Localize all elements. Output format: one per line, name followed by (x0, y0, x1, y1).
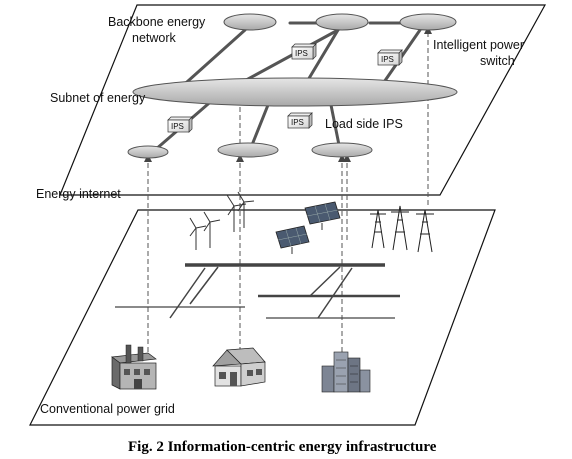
backbone-node (223, 13, 277, 31)
ips-label: IPS (381, 55, 394, 64)
factory-icon (111, 344, 157, 390)
local-node (311, 142, 373, 158)
ips-label: IPS (291, 118, 304, 127)
ips-box: IPS (291, 43, 317, 60)
figure-caption: Fig. 2 Information-centric energy infras… (128, 439, 437, 455)
grid-lines (115, 263, 400, 319)
backbone-label-line2: network (132, 31, 177, 45)
backbone-node (399, 13, 457, 31)
ips-box: IPS (287, 112, 313, 129)
wind-turbine-icon (226, 191, 255, 232)
energy-internet-plane (59, 4, 547, 196)
backbone-label-line1: Backbone energy (108, 15, 206, 29)
local-node (217, 142, 279, 158)
house-icon (212, 347, 266, 387)
office-building-icon (321, 351, 371, 393)
wind-turbine-icon (189, 211, 221, 250)
switch-label-line2: switch (480, 54, 515, 68)
conventional-grid-plane (29, 209, 496, 426)
load-side-ips-label: Load side IPS (325, 117, 403, 131)
conventional-grid-label: Conventional power grid (40, 402, 175, 416)
ips-label: IPS (171, 122, 184, 131)
dashed-connections (144, 26, 432, 352)
backbone-node (315, 13, 369, 31)
subnet-label: Subnet of energy (50, 91, 146, 105)
ips-box: IPS (167, 116, 193, 133)
ips-box: IPS (377, 49, 403, 66)
ips-label: IPS (295, 49, 308, 58)
energy-internet-label: Energy internet (36, 187, 121, 201)
subnet-ellipse (132, 77, 458, 107)
solar-panel-icon (304, 201, 341, 230)
local-node (127, 145, 169, 159)
solar-panel-icon (275, 225, 310, 254)
transmission-tower-icon (370, 205, 434, 253)
switch-label-line1: Intelligent power (433, 38, 524, 52)
